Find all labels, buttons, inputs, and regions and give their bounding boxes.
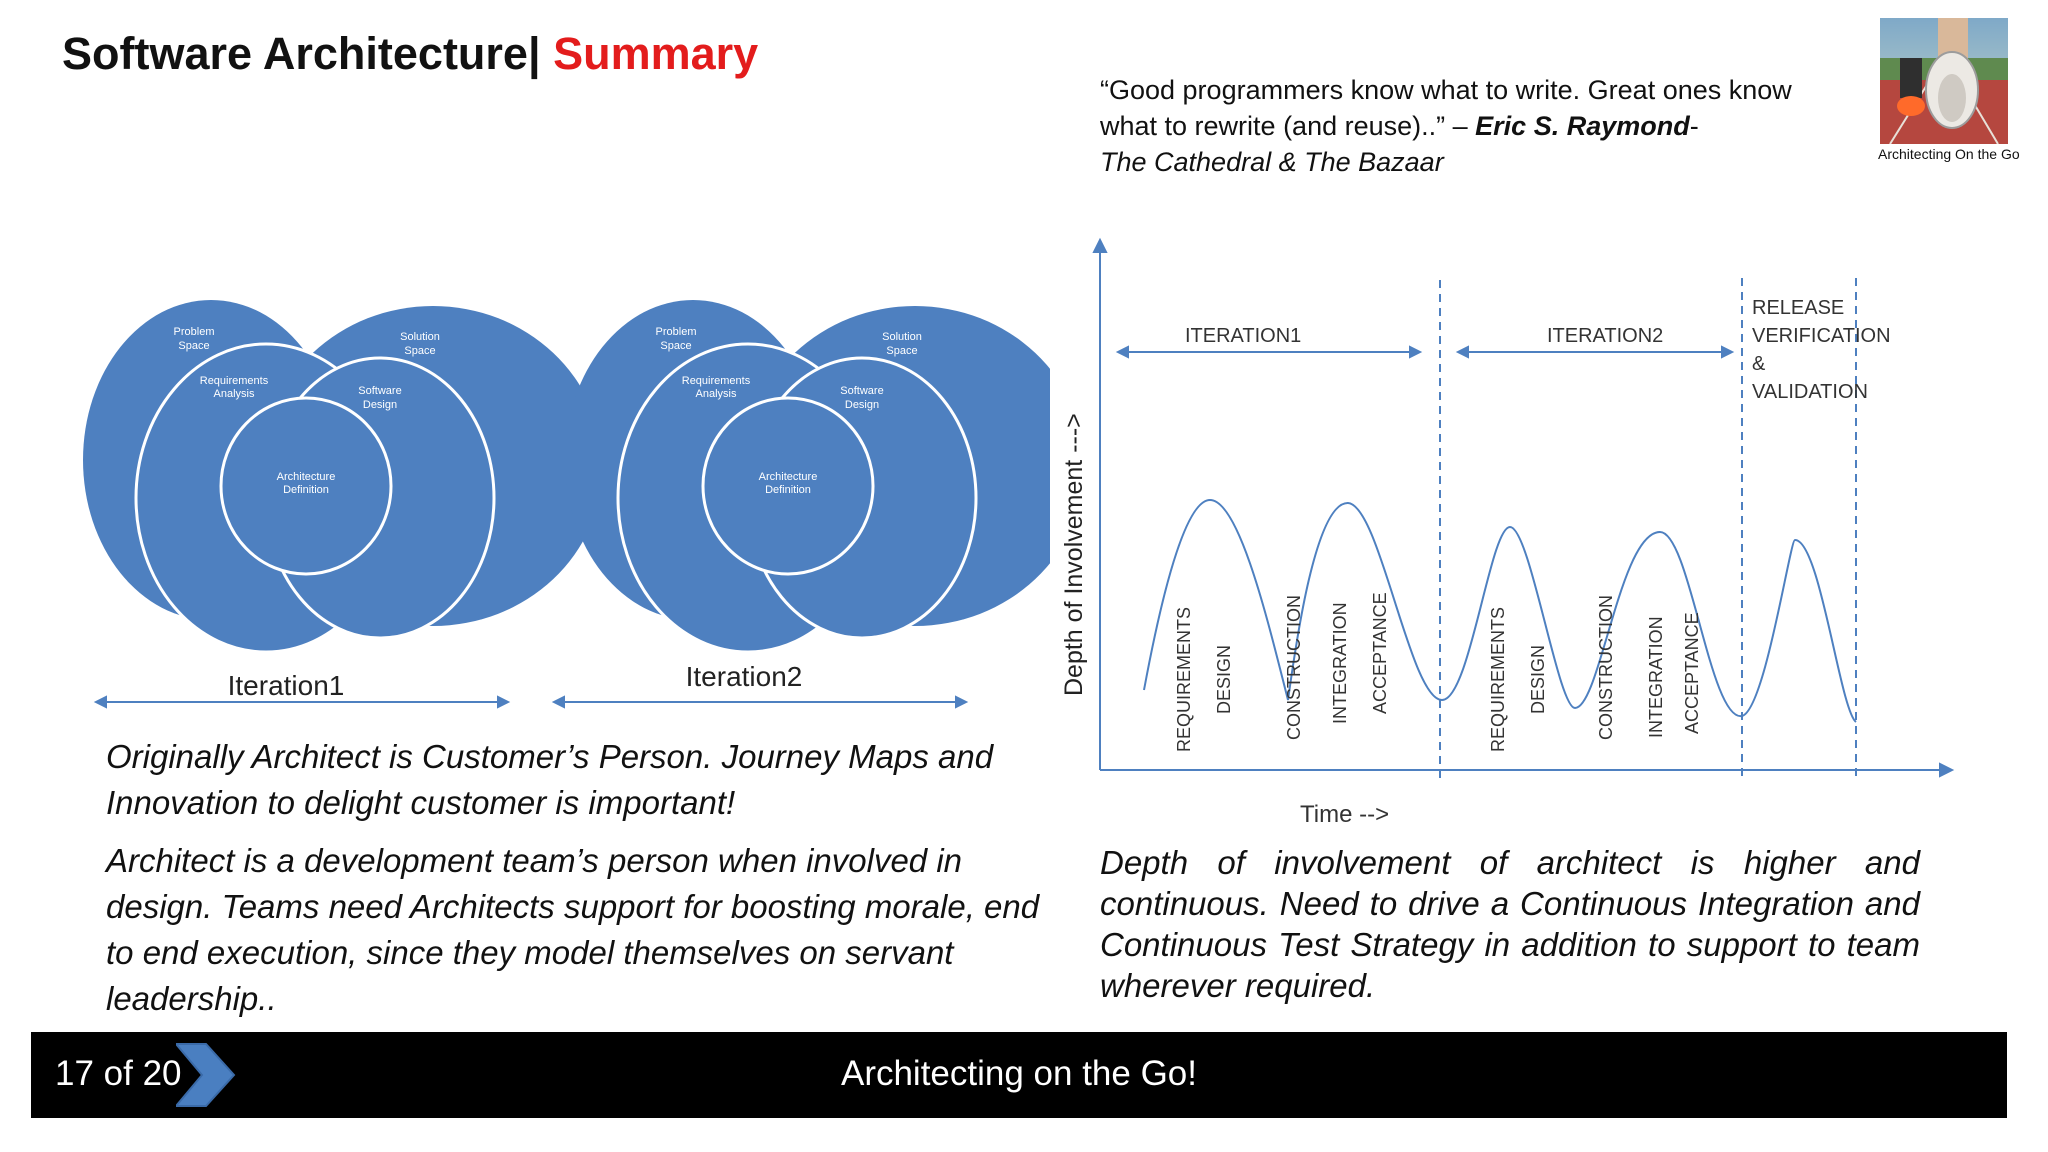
architecture-circle bbox=[219, 396, 393, 576]
problem-label-1: Problem bbox=[174, 326, 215, 338]
quote-book: The Cathedral & The Bazaar bbox=[1100, 147, 1444, 177]
title-main: Software Architecture| bbox=[62, 28, 541, 79]
activity-acceptance-1: ACCEPTANCE bbox=[1370, 592, 1390, 714]
involvement-wave bbox=[1143, 498, 1857, 723]
solution-label-1: Solution bbox=[400, 331, 440, 343]
iteration1-label: Iteration1 bbox=[228, 670, 345, 701]
footer-bar: 17 of 20 Architecting on the Go! bbox=[31, 1032, 2007, 1118]
quote-text: “Good programmers know what to write. Gr… bbox=[1100, 75, 1792, 141]
quote-author: Eric S. Raymond bbox=[1475, 111, 1690, 141]
problem-label-1: Problem bbox=[656, 326, 697, 338]
activity-design-2: DESIGN bbox=[1528, 645, 1548, 714]
problem-label-2: Space bbox=[178, 340, 209, 352]
software-label-2: Design bbox=[845, 399, 879, 411]
depth-text: Depth of involvement of architect is hig… bbox=[1100, 844, 1920, 1004]
running-shoes-photo-icon bbox=[1880, 18, 2008, 145]
solution-label-1: Solution bbox=[882, 331, 922, 343]
logo-caption: Architecting On the Go bbox=[1878, 146, 2020, 162]
phase-release-4: VALIDATION bbox=[1752, 381, 1868, 403]
iteration2-label: Iteration2 bbox=[686, 661, 803, 692]
x-axis-label: Time --> bbox=[1300, 801, 1389, 828]
quote: “Good programmers know what to write. Gr… bbox=[1100, 72, 1820, 180]
chart-axes bbox=[1092, 237, 1955, 778]
title-accent: Summary bbox=[553, 28, 759, 79]
iteration-ellipses-diagram: Problem Space Solution Space Requirement… bbox=[83, 300, 1050, 709]
architecture-label-2: Definition bbox=[765, 484, 811, 496]
phase-release-2: VERIFICATION bbox=[1752, 325, 1891, 347]
problem-label-2: Space bbox=[660, 340, 691, 352]
phase-arrows bbox=[1115, 345, 1735, 359]
software-label-1: Software bbox=[840, 385, 883, 397]
phase-release-3: & bbox=[1752, 353, 1766, 375]
activity-integration-2: INTEGRATION bbox=[1646, 616, 1666, 738]
requirements-label-2: Analysis bbox=[696, 388, 737, 400]
requirements-label-2: Analysis bbox=[214, 388, 255, 400]
phase-iteration2: ITERATION2 bbox=[1547, 325, 1663, 347]
quote-dash: - bbox=[1689, 111, 1699, 141]
architecture-circle bbox=[701, 396, 875, 576]
activity-acceptance-2: ACCEPTANCE bbox=[1682, 612, 1702, 734]
activity-construction-2: CONSTRUCTION bbox=[1596, 595, 1616, 740]
architecture-label-1: Architecture bbox=[277, 471, 336, 483]
requirements-label-1: Requirements bbox=[682, 375, 751, 387]
architecture-label-1: Architecture bbox=[759, 471, 818, 483]
phase-labels: ITERATION1 ITERATION2 RELEASE VERIFICATI… bbox=[1185, 297, 1891, 403]
y-axis-label: Depth of Involvement ---> bbox=[1060, 413, 1088, 696]
customer-text: Originally Architect is Customer’s Perso… bbox=[106, 738, 994, 821]
footer-caption: Architecting on the Go! bbox=[840, 1054, 1198, 1093]
phase-release-1: RELEASE bbox=[1752, 297, 1844, 319]
software-label-1: Software bbox=[358, 385, 401, 397]
involvement-chart: ITERATION1 ITERATION2 RELEASE VERIFICATI… bbox=[1060, 237, 1955, 828]
next-chevron-icon[interactable] bbox=[176, 1042, 236, 1108]
phase-iteration1: ITERATION1 bbox=[1185, 325, 1301, 347]
architecture-label-2: Definition bbox=[283, 484, 329, 496]
logo-image bbox=[1880, 18, 2008, 145]
page-indicator: 17 of 20 bbox=[55, 1054, 182, 1093]
iteration1-ellipses: Problem Space Solution Space Requirement… bbox=[83, 300, 603, 654]
activity-integration-1: INTEGRATION bbox=[1330, 602, 1350, 724]
activity-design-1: DESIGN bbox=[1214, 645, 1234, 714]
iteration2-ellipses: Problem Space Solution Space Requirement… bbox=[565, 300, 1050, 654]
requirements-label-1: Requirements bbox=[200, 375, 269, 387]
solution-label-2: Space bbox=[886, 345, 917, 357]
activity-construction-1: CONSTRUCTION bbox=[1284, 595, 1304, 740]
page-title: Software Architecture| Summary bbox=[62, 28, 758, 80]
team-text: Architect is a development team’s person… bbox=[106, 842, 1040, 1017]
solution-label-2: Space bbox=[404, 345, 435, 357]
iteration-arrows bbox=[93, 695, 969, 709]
activity-labels: REQUIREMENTS DESIGN CONSTRUCTION INTEGRA… bbox=[1174, 592, 1702, 752]
software-label-2: Design bbox=[363, 399, 397, 411]
activity-requirements-1: REQUIREMENTS bbox=[1174, 607, 1194, 752]
activity-requirements-2: REQUIREMENTS bbox=[1488, 607, 1508, 752]
